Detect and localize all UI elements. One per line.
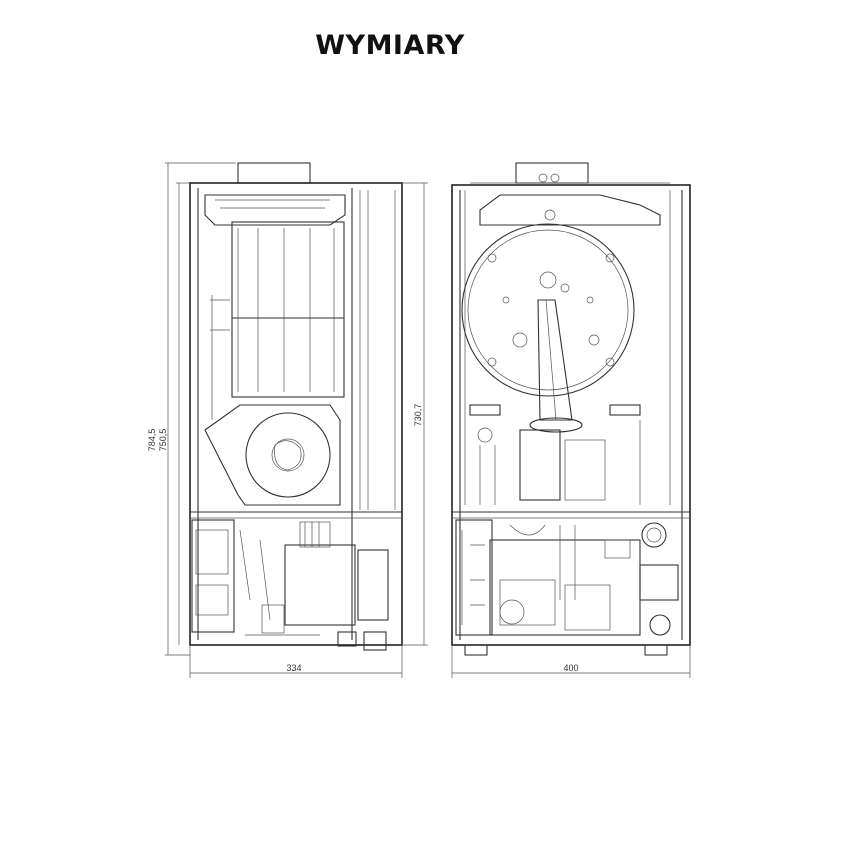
dim-width: 400 [563, 663, 578, 673]
side-dimensions [165, 162, 428, 678]
page-title: WYMIARY [315, 30, 465, 61]
front-view [451, 162, 691, 656]
dim-total-height: 784,5 [147, 429, 157, 452]
dim-side-height: 730,7 [413, 404, 423, 427]
side-view [189, 162, 403, 651]
front-dimensions [451, 645, 691, 678]
dim-depth: 334 [286, 663, 301, 673]
dim-body-height: 750,5 [158, 429, 168, 452]
